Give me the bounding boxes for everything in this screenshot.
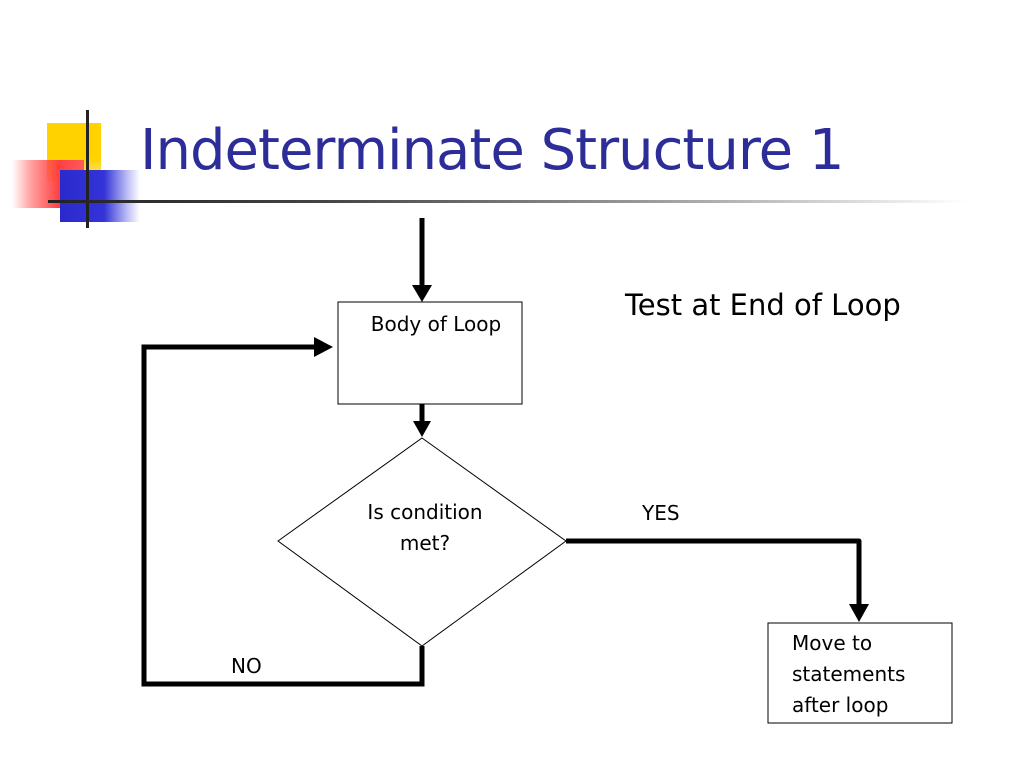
slide-title: Indeterminate Structure 1 (140, 118, 845, 183)
decision-label-line1: Is condition (367, 500, 482, 524)
yes-branch-arrowhead (849, 604, 869, 622)
body-of-loop-label: Body of Loop (371, 312, 501, 336)
exit-box (767, 622, 953, 724)
entry-arrowhead (412, 285, 432, 302)
no-branch-arrowhead (314, 337, 333, 357)
decorative-vertical-line (86, 110, 89, 228)
caption-text: Test at End of Loop (625, 288, 901, 322)
no-label: NO (231, 654, 262, 678)
body-to-decision-arrowhead (413, 421, 431, 437)
decision-label-line2: met? (400, 531, 450, 555)
no-branch-loop-line (141, 344, 425, 687)
yes-label: YES (641, 501, 680, 525)
title-underline (48, 200, 968, 203)
exit-box-line2: statements (792, 662, 905, 686)
yes-branch-line (566, 538, 862, 608)
exit-box-line1: Move to (792, 631, 872, 655)
decorative-blue-square (60, 170, 140, 222)
body-of-loop-box (337, 301, 523, 405)
exit-box-line3: after loop (792, 693, 888, 717)
